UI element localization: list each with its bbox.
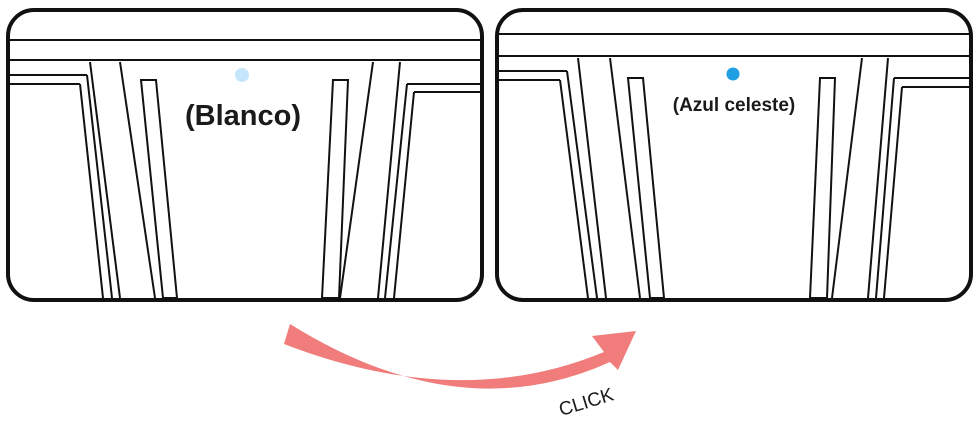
frame-edge [875, 77, 895, 299]
pillar-line [609, 57, 641, 299]
frame-edge [393, 91, 415, 299]
frame-edge [384, 83, 408, 299]
transition-arrow: CLICK [284, 324, 636, 421]
pillar-line [339, 61, 374, 299]
inner-slat [808, 77, 837, 299]
inner-slat [626, 77, 666, 299]
inner-slat [320, 79, 350, 299]
pillar-line [89, 61, 121, 299]
inner-slat [139, 79, 179, 299]
pillar-line [577, 57, 607, 299]
panel-frame [495, 8, 973, 302]
panel-frame [6, 8, 484, 302]
frame-edge [883, 86, 903, 299]
click-label: CLICK [557, 384, 617, 421]
frame-edge [79, 83, 104, 299]
panel-after: (Azul celeste) [495, 8, 973, 302]
panel-label: (Azul celeste) [673, 95, 795, 116]
curved-arrow-icon [284, 324, 636, 389]
pillar-line [831, 57, 863, 299]
panel-before: (Blanco) [6, 8, 484, 302]
indicator-light [235, 68, 249, 82]
frame-edge [559, 79, 589, 299]
pillar-line [119, 61, 156, 299]
pillar-line [377, 61, 401, 299]
indicator-light [726, 67, 740, 81]
frame-edge [566, 70, 598, 299]
frame-edge [86, 74, 113, 299]
panel-label: (Blanco) [185, 100, 301, 132]
pillar-line [867, 57, 889, 299]
